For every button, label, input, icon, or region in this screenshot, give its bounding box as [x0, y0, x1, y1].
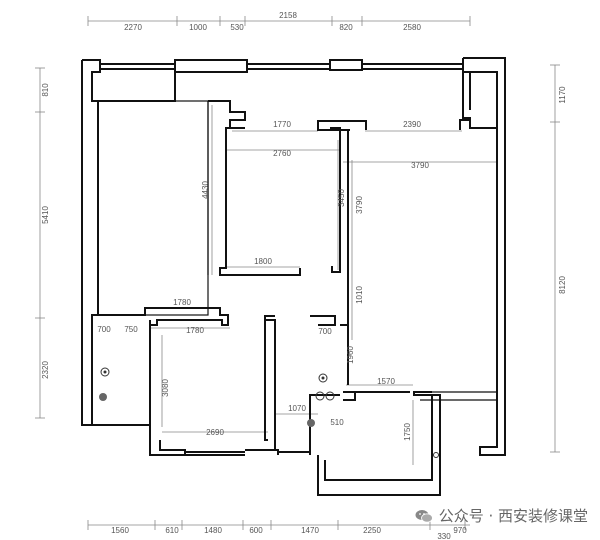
dim-label: 2270 — [124, 23, 142, 32]
dim-label: 1170 — [558, 86, 567, 104]
dim-label: 600 — [249, 526, 263, 535]
dim-label: 2250 — [363, 526, 381, 535]
dim-label: 3450 — [337, 189, 346, 207]
dim-label: 1470 — [301, 526, 319, 535]
bottom-dimension-labels: 1560 610 1480 600 1470 2250 970 330 — [111, 526, 467, 540]
dim-label: 8120 — [558, 276, 567, 294]
dim-label: 1000 — [189, 23, 207, 32]
dim-label: 3790 — [355, 196, 364, 214]
dim-label: 2580 — [403, 23, 421, 32]
dim-label: 4430 — [201, 181, 210, 199]
dim-label: 1800 — [254, 257, 272, 266]
left-dimension-labels: 810 5410 2320 — [41, 83, 50, 379]
top-dimension-labels: 2270 1000 530 2158 820 2580 — [124, 11, 421, 32]
walls — [81, 57, 506, 496]
dim-label: 530 — [230, 23, 244, 32]
dim-label: 2320 — [41, 361, 50, 379]
drain-icon — [100, 367, 110, 377]
dim-label: 1010 — [355, 286, 364, 304]
dim-label: 2158 — [279, 11, 297, 20]
drain-icon — [318, 373, 328, 383]
floor-drain-icon — [99, 393, 107, 401]
dim-label: 1570 — [377, 377, 395, 386]
wechat-icon — [415, 509, 433, 523]
floor-drain-icon — [307, 419, 315, 427]
room-outlines — [97, 100, 497, 401]
dim-label: 820 — [339, 23, 353, 32]
right-dimension-labels: 1170 8120 — [558, 86, 567, 294]
dim-label: 3080 — [161, 379, 170, 397]
watermark-text: 公众号 · 西安装修课堂 — [438, 507, 588, 525]
dim-label: 610 — [165, 526, 179, 535]
dim-label: 1750 — [403, 423, 412, 441]
fixtures — [99, 367, 439, 458]
dim-label: 1560 — [111, 526, 129, 535]
watermark: 公众号 · 西安装修课堂 — [415, 505, 588, 526]
dim-label: 330 — [437, 532, 451, 540]
dim-label: 2690 — [206, 428, 224, 437]
dim-label: 1780 — [173, 298, 191, 307]
dim-label: 510 — [330, 418, 344, 427]
dim-label: 1480 — [204, 526, 222, 535]
dim-label: 2760 — [273, 149, 291, 158]
dim-label: 1070 — [288, 404, 306, 413]
dim-label: 750 — [124, 325, 138, 334]
interior-dimension-labels: 1770 2390 2760 3790 4430 3450 3790 1800 … — [97, 120, 429, 441]
dim-label: 1780 — [186, 326, 204, 335]
dim-label: 700 — [97, 325, 111, 334]
dim-label: 1960 — [346, 346, 355, 364]
dim-label: 810 — [41, 83, 50, 97]
dim-label: 1770 — [273, 120, 291, 129]
dim-label: 5410 — [41, 206, 50, 224]
dim-label: 700 — [318, 327, 332, 336]
dim-label: 970 — [453, 526, 467, 535]
dim-label: 2390 — [403, 120, 421, 129]
dim-label: 3790 — [411, 161, 429, 170]
